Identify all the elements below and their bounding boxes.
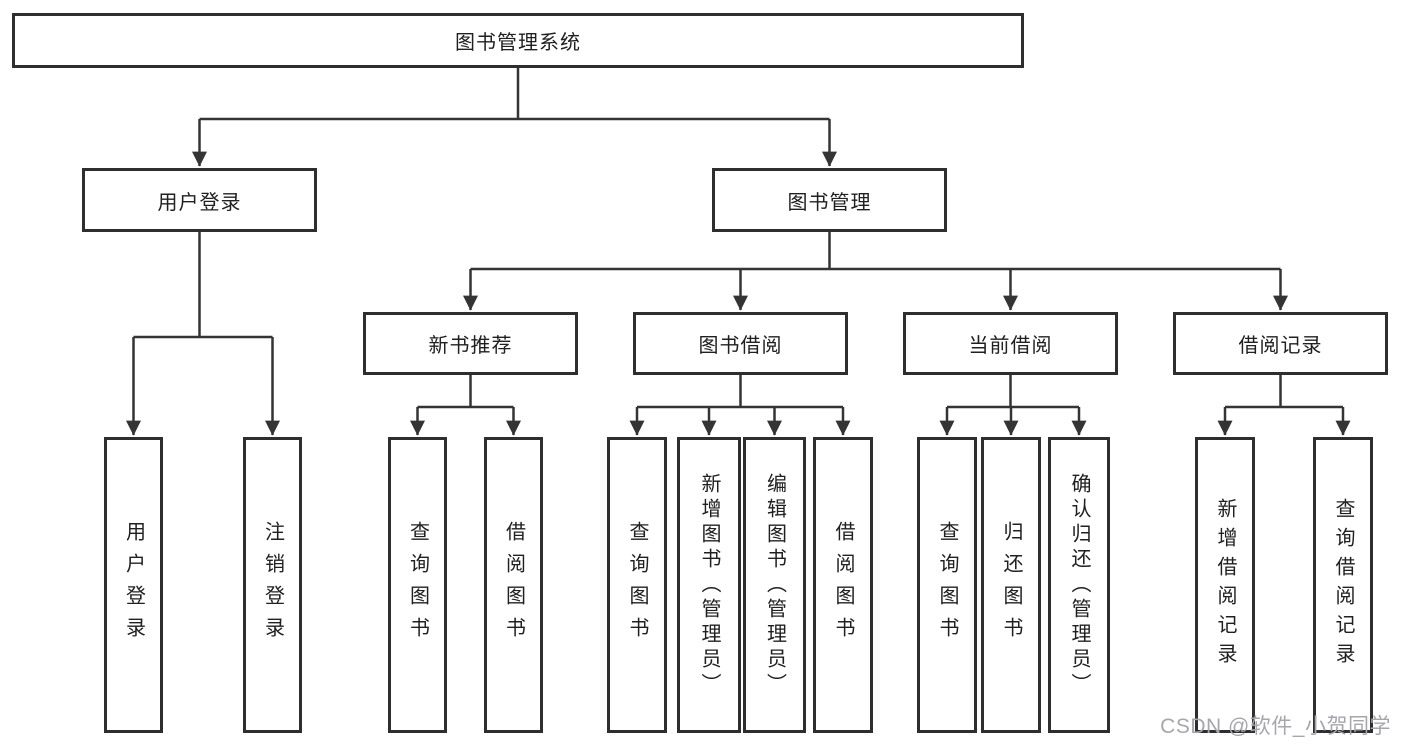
leaf-confirm-return-admin: 确认归还（管理员） (1048, 437, 1110, 733)
leaf-borrow-books: 借阅图书 (813, 437, 873, 733)
csdn-watermark: CSDN @软件_小贺同学 (1160, 715, 1391, 738)
connector-borrow-records-children (1217, 375, 1351, 436)
leaf-borrow-books-recommend: 借阅图书 (484, 437, 543, 733)
connector-user-login-children (126, 232, 280, 436)
connector-book-management-children (463, 232, 1288, 311)
node-book-borrow: 图书借阅 (633, 312, 848, 375)
leaf-edit-book-admin: 编辑图书（管理员） (743, 437, 806, 733)
node-current-borrow: 当前借阅 (903, 312, 1118, 375)
node-borrow-records: 借阅记录 (1173, 312, 1388, 375)
leaf-add-borrow-record: 新增借阅记录 (1195, 437, 1255, 733)
connector-current-borrow-children (939, 375, 1087, 436)
leaf-query-books-borrow: 查询图书 (607, 437, 667, 733)
leaf-user-login: 用户登录 (104, 437, 163, 733)
leaf-add-book-admin: 新增图书（管理员） (677, 437, 741, 733)
node-user-login: 用户登录 (82, 168, 317, 232)
leaf-logout: 注销登录 (243, 437, 302, 733)
leaf-query-books-current: 查询图书 (917, 437, 977, 733)
node-root-library-system: 图书管理系统 (12, 13, 1024, 68)
leaf-query-borrow-record: 查询借阅记录 (1313, 437, 1373, 733)
leaf-query-books-recommend: 查询图书 (388, 437, 447, 733)
node-new-book-recommend: 新书推荐 (363, 312, 578, 375)
node-book-management: 图书管理 (712, 168, 947, 232)
connector-new-book-recommend-children (410, 375, 521, 436)
connector-book-borrow-children (629, 375, 851, 436)
leaf-return-book: 归还图书 (981, 437, 1041, 733)
connector-root-to-level2 (192, 68, 837, 167)
